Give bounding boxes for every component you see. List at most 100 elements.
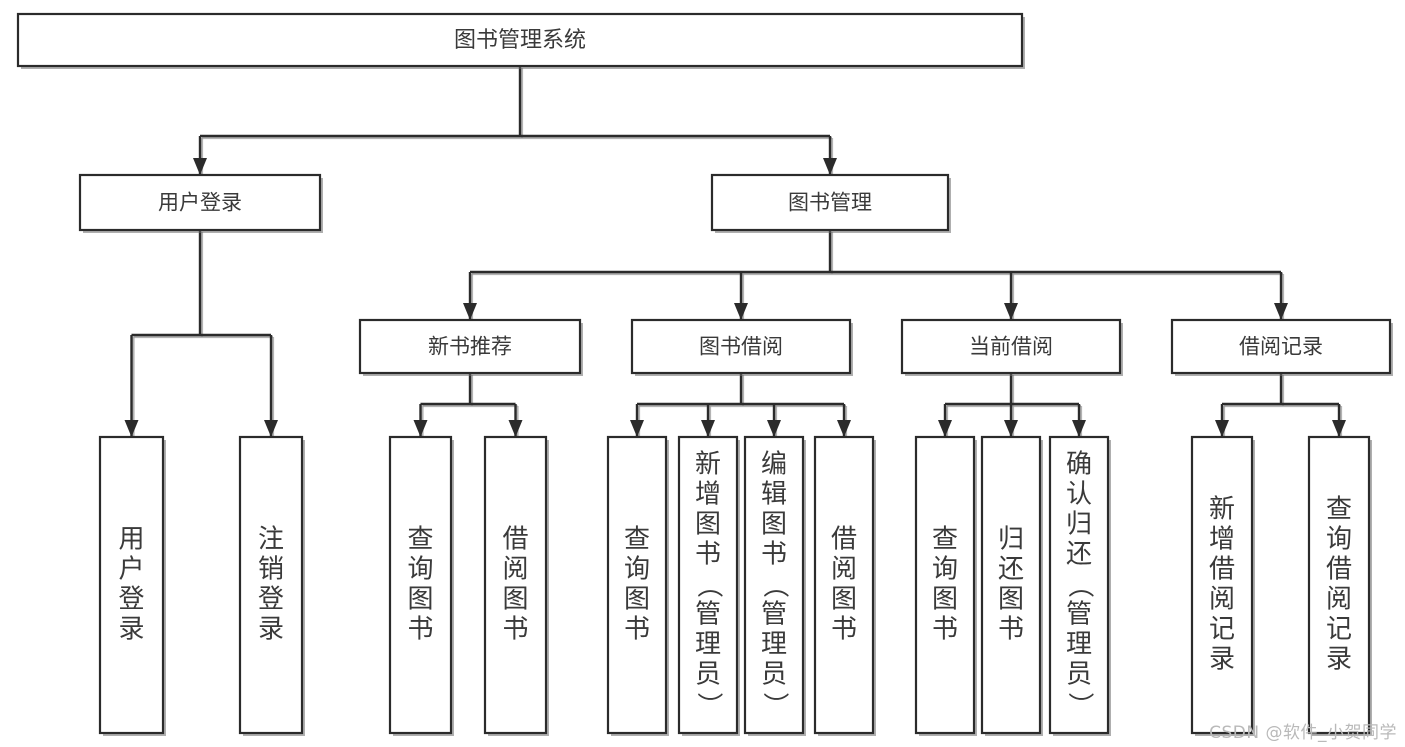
node-book-manage[interactable]: 图书管理 [710, 173, 951, 233]
node-box[interactable] [1170, 318, 1392, 375]
node-box[interactable] [16, 12, 1024, 68]
edge-arrowhead [837, 420, 851, 437]
node-label-char: 书 [998, 615, 1024, 645]
node-label-char: 用 [118, 525, 144, 555]
node-label-char: 管 [1066, 600, 1092, 630]
node-label-char: 新 [1209, 495, 1235, 525]
node-label-char: 归 [1066, 510, 1092, 540]
node-box[interactable] [1307, 435, 1371, 735]
node-box[interactable] [1048, 435, 1110, 735]
node-label-char: 询 [932, 555, 958, 585]
node-label-char: 录 [118, 615, 144, 645]
node-box[interactable] [813, 435, 875, 735]
node-label-char: 确 [1066, 450, 1092, 480]
node-user-login[interactable]: 用户登录 [78, 173, 323, 233]
node-label-char: 查 [1326, 495, 1352, 525]
node-label-char: 录 [1209, 645, 1235, 675]
node-box[interactable] [914, 435, 976, 735]
node-box[interactable] [388, 435, 453, 735]
edge-arrowhead [938, 420, 952, 437]
node-label-char: 辑 [761, 480, 787, 510]
node-label-char: 员 [761, 660, 787, 690]
node-box[interactable] [900, 318, 1122, 375]
node-label-char: 图 [932, 585, 958, 615]
node-label-char: 查 [407, 525, 433, 555]
node-label-char: ） [694, 692, 724, 718]
node-box[interactable] [743, 435, 805, 735]
node-box[interactable] [606, 435, 668, 735]
node-box[interactable] [238, 435, 304, 735]
node-box[interactable] [630, 318, 852, 375]
node-label-char: 借 [502, 525, 528, 555]
node-label-char: 查 [932, 525, 958, 555]
node-label-char: 理 [761, 630, 787, 660]
node-label-char: 录 [1326, 645, 1352, 675]
edge-arrowhead [413, 420, 428, 437]
node-label-char: 图 [998, 585, 1024, 615]
node-box[interactable] [358, 318, 582, 375]
node-label-char: 理 [1066, 630, 1092, 660]
node-label-char: 借 [831, 525, 857, 555]
node-label: 借阅记录 [1239, 335, 1323, 359]
node-box[interactable] [98, 435, 165, 735]
node-box[interactable] [483, 435, 548, 735]
node-root[interactable]: 图书管理系统 [16, 12, 1025, 69]
node-current-borrow[interactable]: 当前借阅 [900, 318, 1123, 376]
node-label-char: 员 [695, 660, 721, 690]
node-label-char: 阅 [831, 555, 857, 585]
node-label-char: 认 [1066, 480, 1092, 510]
node-label-char: 新 [695, 450, 721, 480]
node-label-char: 阅 [1326, 585, 1352, 615]
node-box[interactable] [1190, 435, 1254, 735]
node-label-char: 增 [695, 480, 721, 510]
edge-arrowhead [1215, 420, 1229, 437]
node-box[interactable] [78, 173, 322, 232]
node-label-char: 询 [1326, 525, 1352, 555]
node-label-char: 图 [831, 585, 857, 615]
node-label-char: 管 [695, 600, 721, 630]
node-box[interactable] [980, 435, 1042, 735]
node-label-char: 录 [258, 615, 284, 645]
node-label-char: （ [694, 572, 724, 598]
node-label-char: 归 [998, 525, 1024, 555]
node-label-char: 阅 [1209, 585, 1235, 615]
node-label: 新书推荐 [428, 335, 512, 359]
node-label-char: 询 [624, 555, 650, 585]
node-borrow-record[interactable]: 借阅记录 [1170, 318, 1393, 376]
node-book-borrow[interactable]: 图书借阅 [630, 318, 853, 376]
node-boxes-layer: 图书管理系统用户登录图书管理新书推荐图书借阅当前借阅借阅记录用户登录注销登录查询… [16, 12, 1393, 736]
connector-edges-layer [124, 66, 1346, 439]
node-box[interactable] [710, 173, 950, 232]
node-label-char: 图 [695, 510, 721, 540]
node-label-char: 书 [932, 615, 958, 645]
node-label-char: 记 [1209, 615, 1235, 645]
edge-arrowhead [630, 420, 644, 437]
node-label-char: 还 [998, 555, 1024, 585]
edge-arrowhead [508, 420, 523, 437]
edge-arrowhead [701, 420, 715, 437]
node-new-book-recommend[interactable]: 新书推荐 [358, 318, 583, 376]
edge-arrowhead [734, 303, 748, 320]
node-label-char: （ [1065, 572, 1095, 598]
edge-arrowhead [463, 303, 477, 320]
node-box[interactable] [677, 435, 739, 735]
edge-arrowhead [264, 420, 278, 437]
node-label-char: 书 [761, 540, 787, 570]
node-label-char: 登 [118, 585, 144, 615]
node-leaf-user-login[interactable]: 用户登录 [98, 435, 166, 736]
edge-arrowhead [823, 158, 837, 175]
node-label: 图书借阅 [699, 335, 783, 359]
